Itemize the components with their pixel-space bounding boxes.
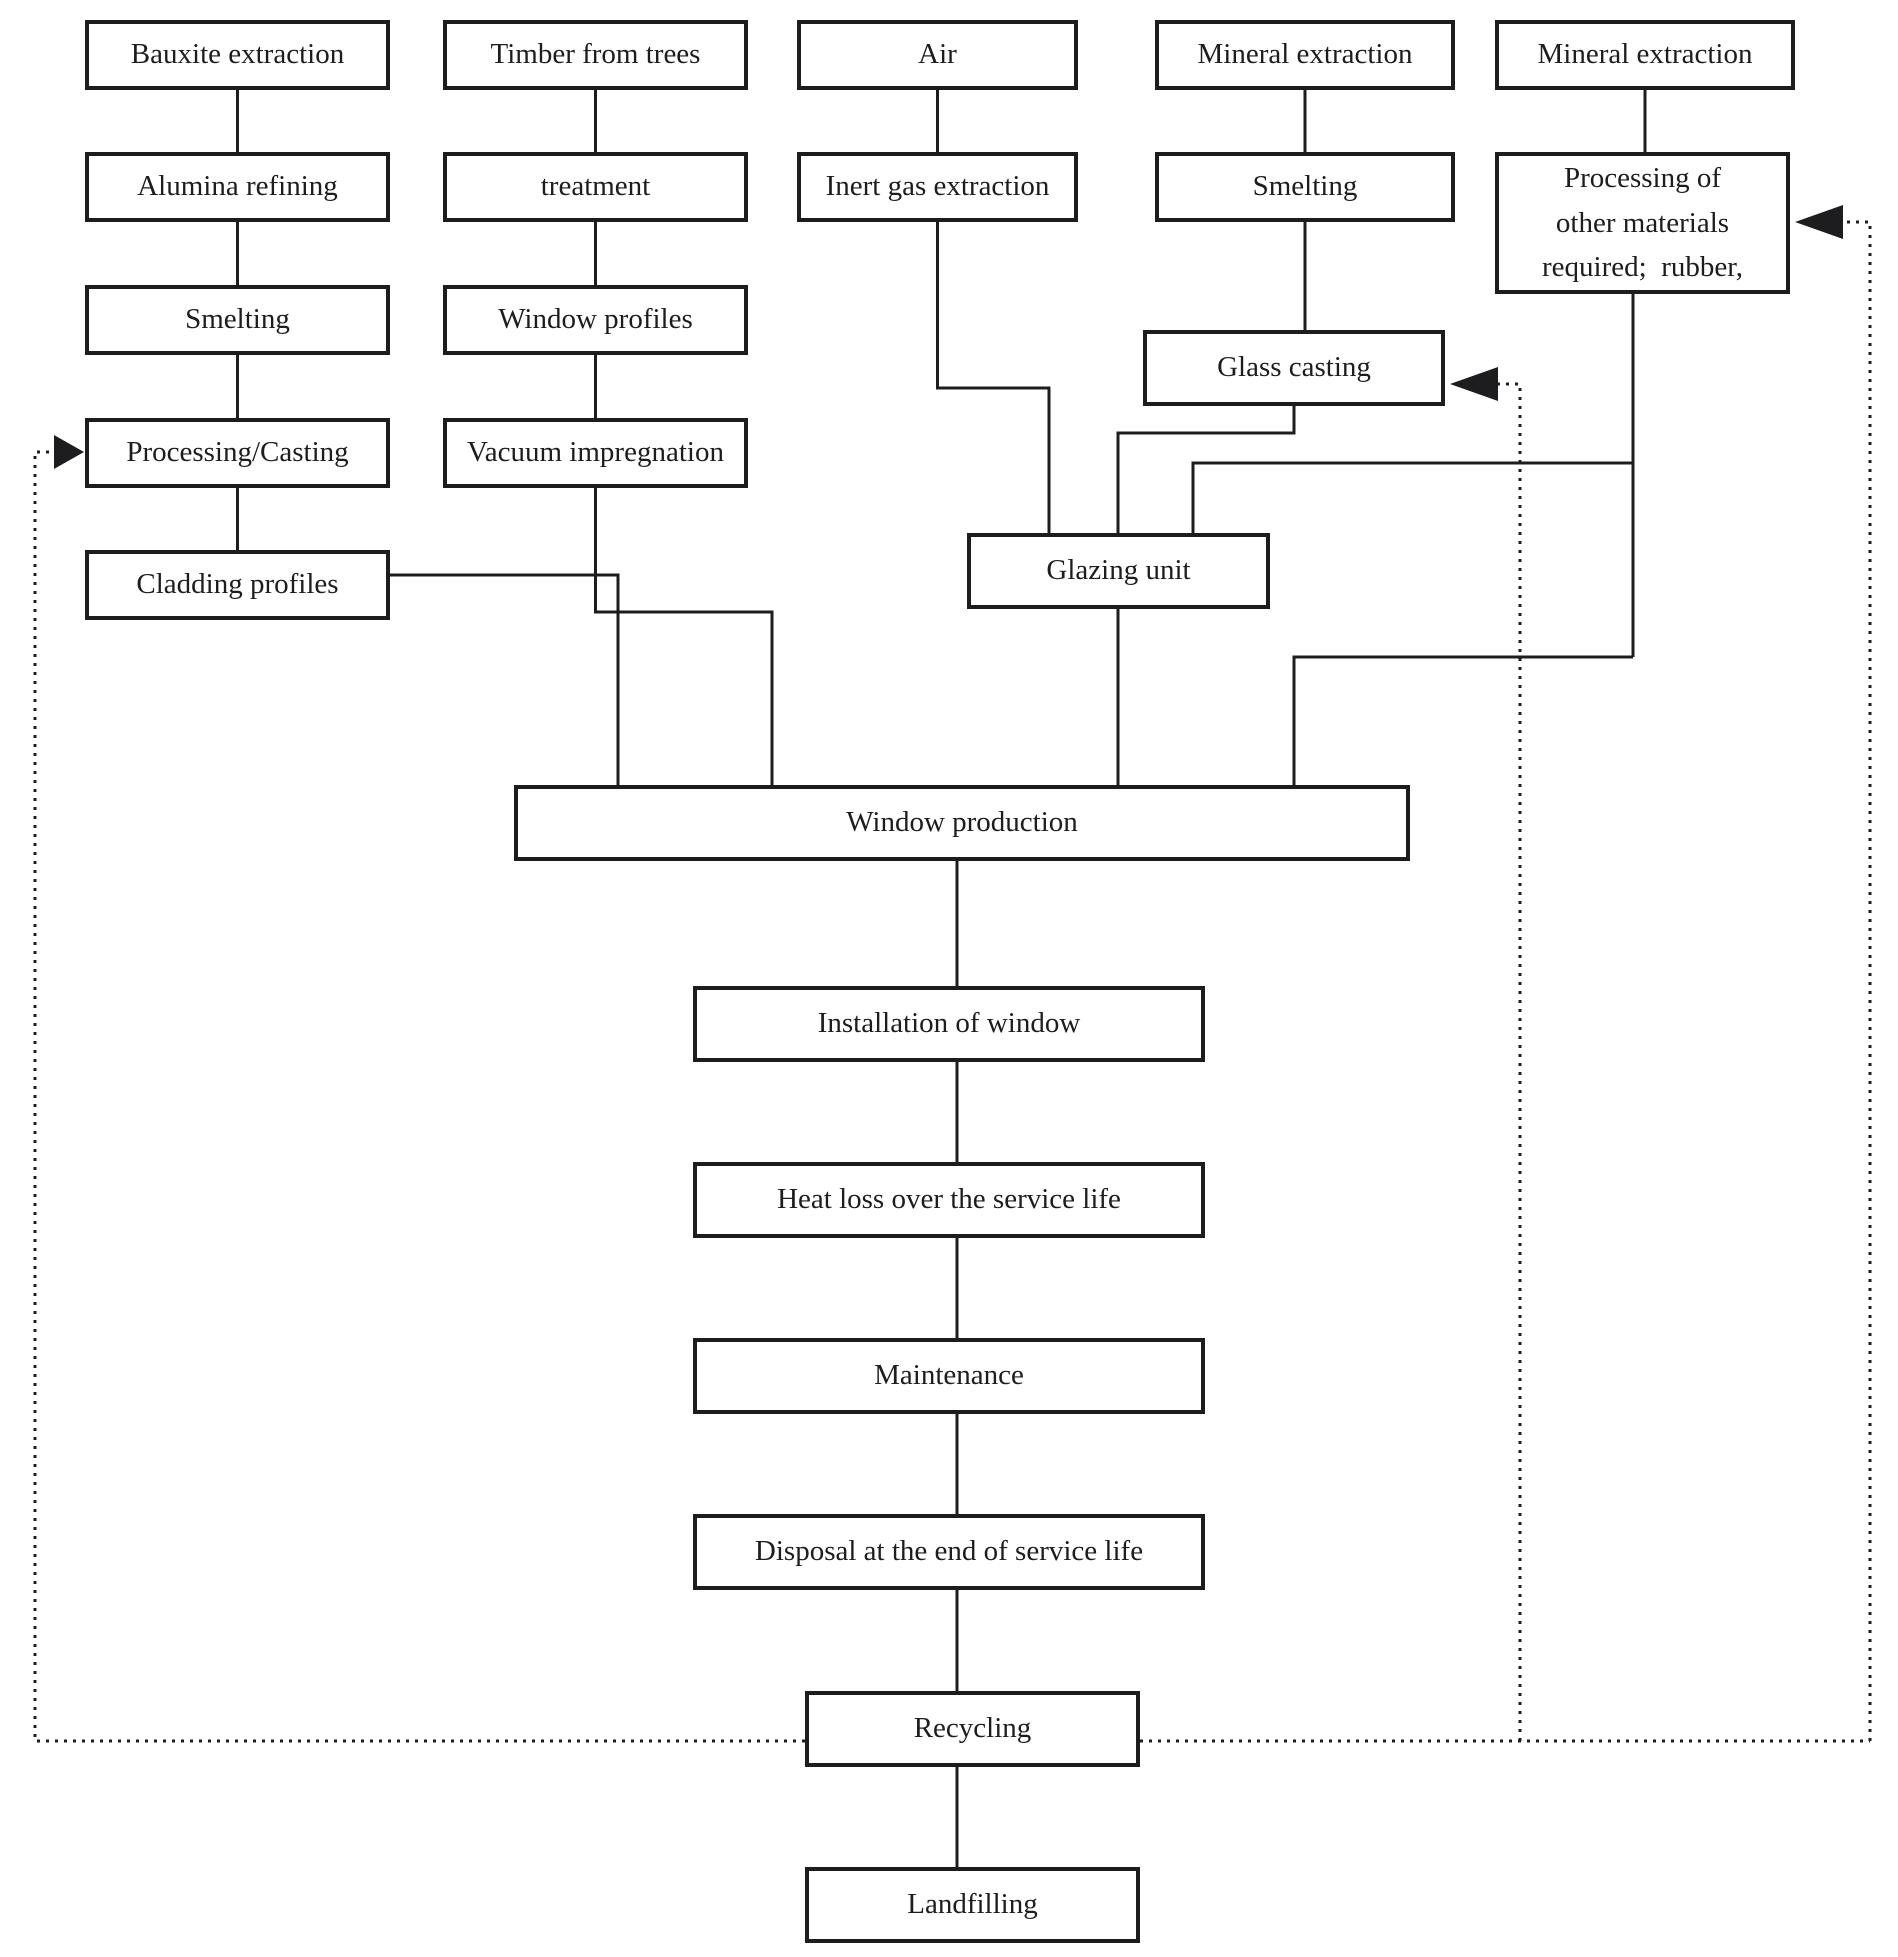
node-disposal: Disposal at the end of service life (693, 1514, 1205, 1590)
node-glass-casting: Glass casting (1143, 330, 1445, 406)
node-processing-other-materials: Processing of other materials required; … (1495, 152, 1790, 294)
arrowhead-into-processing-casting (54, 435, 84, 469)
edge-processingother-windowproduction (1292, 655, 1633, 787)
node-processing-casting: Processing/Casting (85, 418, 390, 488)
node-glazing-unit: Glazing unit (967, 533, 1270, 609)
edge-glasscasting-glazing (1116, 404, 1296, 535)
node-recycling: Recycling (805, 1691, 1140, 1767)
node-installation-of-window: Installation of window (693, 986, 1205, 1062)
edge-processingother-glazing (1191, 461, 1633, 535)
node-smelting-aluminium: Smelting (85, 285, 390, 355)
node-mineral-extraction-glass: Mineral extraction (1155, 20, 1455, 90)
edge-vacuum-windowproduction (594, 486, 774, 787)
node-mineral-extraction-other: Mineral extraction (1495, 20, 1795, 90)
edge-inertgas-glazing (936, 220, 1051, 535)
dotted-recycling-loops (33, 205, 1872, 1743)
node-bauxite-extraction: Bauxite extraction (85, 20, 390, 90)
node-window-profiles: Window profiles (443, 285, 748, 355)
node-alumina-refining: Alumina refining (85, 152, 390, 222)
node-smelting-glass: Smelting (1155, 152, 1455, 222)
node-timber-from-trees: Timber from trees (443, 20, 748, 90)
loop-recycling-processingother (1841, 220, 1872, 1741)
node-treatment: treatment (443, 152, 748, 222)
node-landfilling: Landfilling (805, 1867, 1140, 1943)
loop-recycling-processingcasting (33, 450, 805, 1743)
node-heat-loss: Heat loss over the service life (693, 1162, 1205, 1238)
arrowhead-into-processing-other (1795, 205, 1843, 239)
loop-recycling-glasscasting (1496, 382, 1522, 1741)
node-maintenance: Maintenance (693, 1338, 1205, 1414)
arrowhead-into-glass-casting (1450, 367, 1498, 401)
node-air: Air (797, 20, 1078, 90)
solid-connectors (236, 88, 1647, 1869)
node-window-production: Window production (514, 785, 1410, 861)
node-cladding-profiles: Cladding profiles (85, 550, 390, 620)
node-inert-gas-extraction: Inert gas extraction (797, 152, 1078, 222)
edge-cladding-windowproduction (388, 573, 620, 787)
node-vacuum-impregnation: Vacuum impregnation (443, 418, 748, 488)
